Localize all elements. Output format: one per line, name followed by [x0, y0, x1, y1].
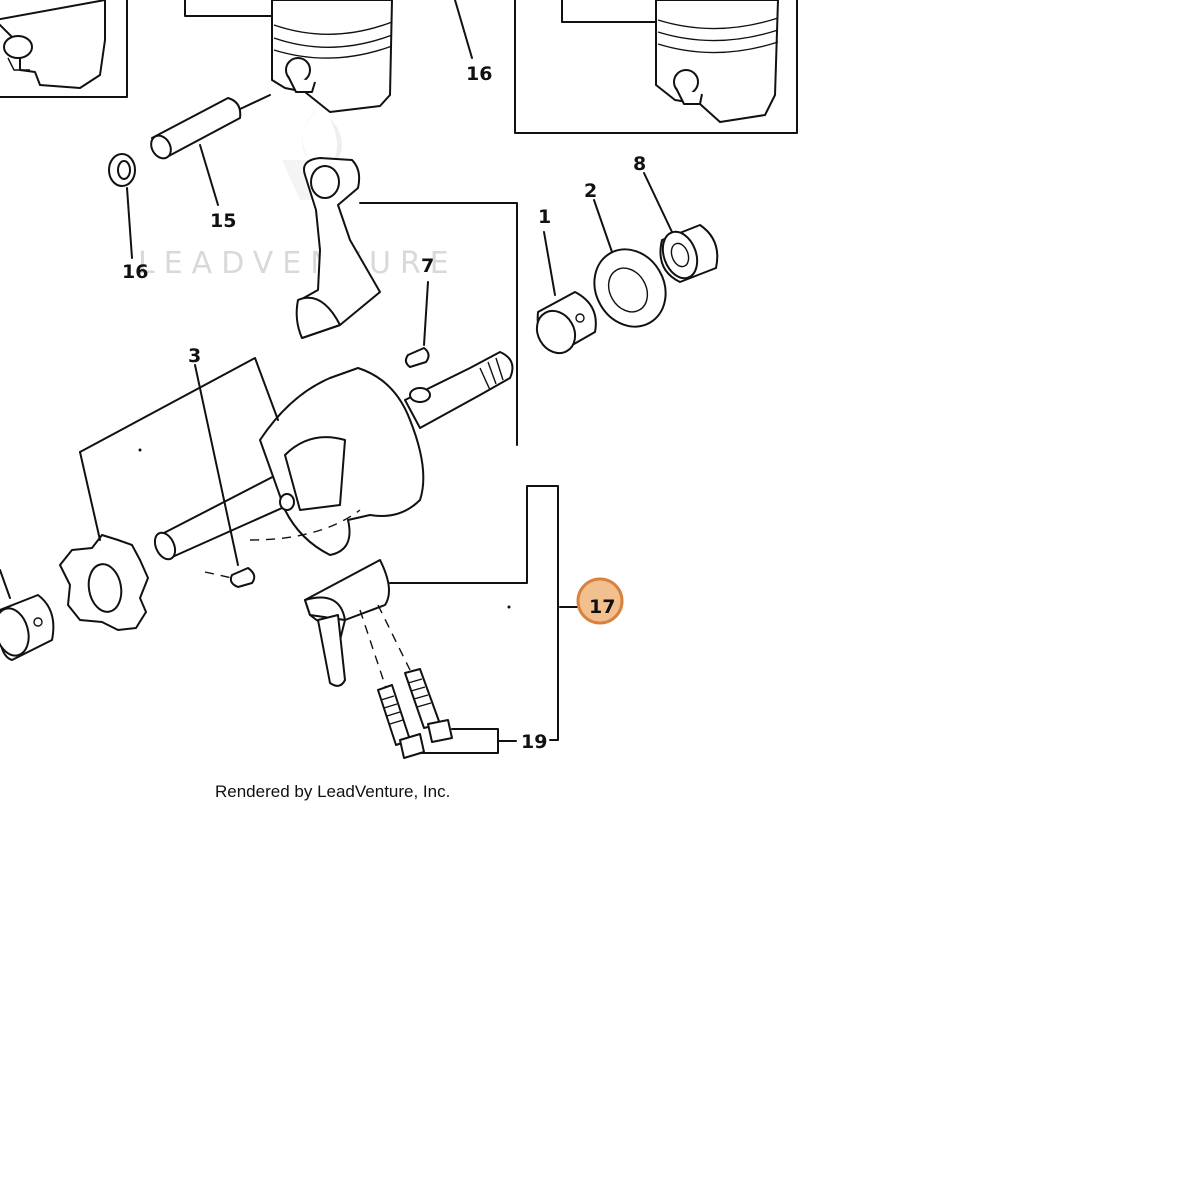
piston-left	[0, 0, 128, 98]
callout-1: 1	[538, 206, 551, 228]
crankshaft-bracket	[79, 357, 279, 588]
callout-19: 19	[521, 731, 547, 753]
flange-bearing	[643, 172, 719, 283]
left-bushing	[0, 569, 55, 661]
crankshaft	[153, 351, 514, 561]
callout-2: 2	[584, 180, 597, 202]
rod-bolts	[377, 668, 517, 759]
highlight-circle[interactable]	[576, 577, 624, 625]
callout-17: 17	[589, 596, 615, 618]
callout-3: 3	[188, 345, 201, 367]
main-bushing	[535, 231, 597, 355]
highlighted-callout-17[interactable]: 17	[576, 577, 624, 625]
credit-text: Rendered by LeadVenture, Inc.	[215, 782, 450, 801]
callout-16-top: 16	[466, 63, 492, 85]
callout-15: 15	[210, 210, 236, 232]
oil-seal	[593, 199, 667, 328]
timing-gear	[59, 534, 149, 631]
piston-right	[514, 0, 798, 134]
callout-8: 8	[633, 153, 646, 175]
connecting-rod	[295, 157, 518, 446]
callout-16-left: 16	[122, 261, 148, 283]
circlip	[108, 153, 136, 259]
woodruff-key	[404, 281, 430, 368]
piston-center	[184, 0, 393, 113]
watermark-text: LEADVENTURE	[138, 246, 458, 281]
callout-labels: 16 15 16 7 1 2 8 3 19	[122, 0, 646, 753]
callout-7: 7	[421, 255, 434, 277]
piston-pin	[150, 97, 242, 206]
rod-cap	[304, 485, 579, 741]
